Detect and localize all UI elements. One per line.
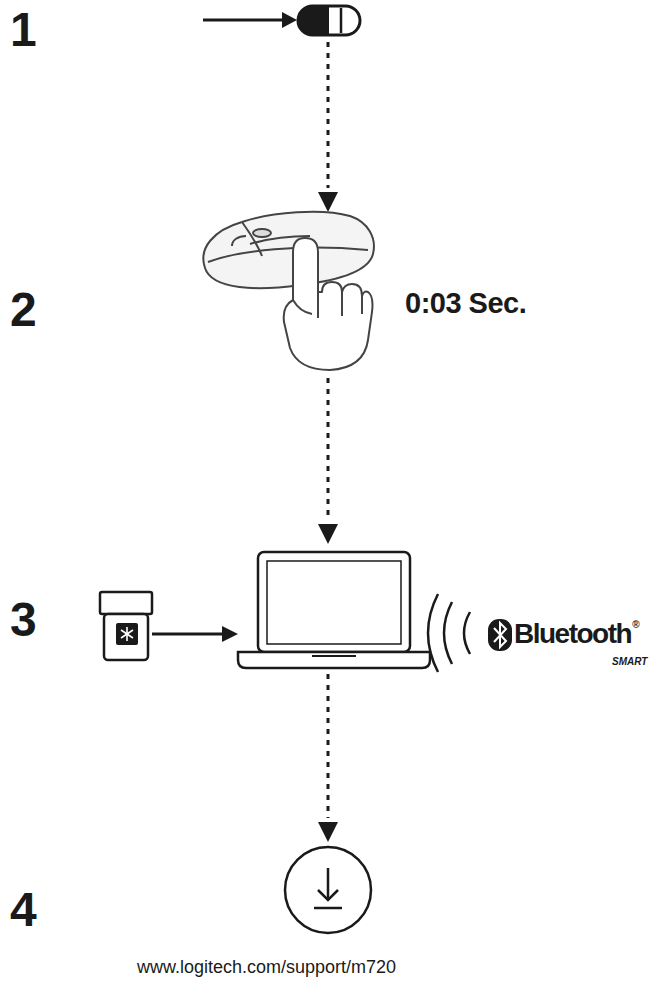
dotted-arrow [318, 674, 338, 842]
step-number: 1 [10, 6, 37, 54]
download-icon [285, 847, 371, 933]
dotted-arrow [318, 378, 338, 544]
step-number: 2 [10, 286, 37, 334]
usb-receiver [100, 592, 238, 660]
wireless-waves [428, 594, 470, 672]
hold-duration: 0:03 Sec. [405, 289, 526, 318]
bluetooth-rune [488, 619, 512, 651]
dotted-arrow [318, 42, 338, 212]
step-number: 4 [10, 886, 37, 934]
mouse-and-hand [203, 212, 374, 370]
support-url: www.logitech.com/support/m720 [137, 958, 396, 976]
bluetooth-smart: SMART [612, 657, 647, 667]
registered-mark: ® [632, 620, 639, 630]
step-number: 3 [10, 596, 37, 644]
bluetooth-wordmark: Bluetooth [514, 620, 631, 648]
power-switch [203, 6, 360, 35]
laptop [238, 552, 430, 668]
